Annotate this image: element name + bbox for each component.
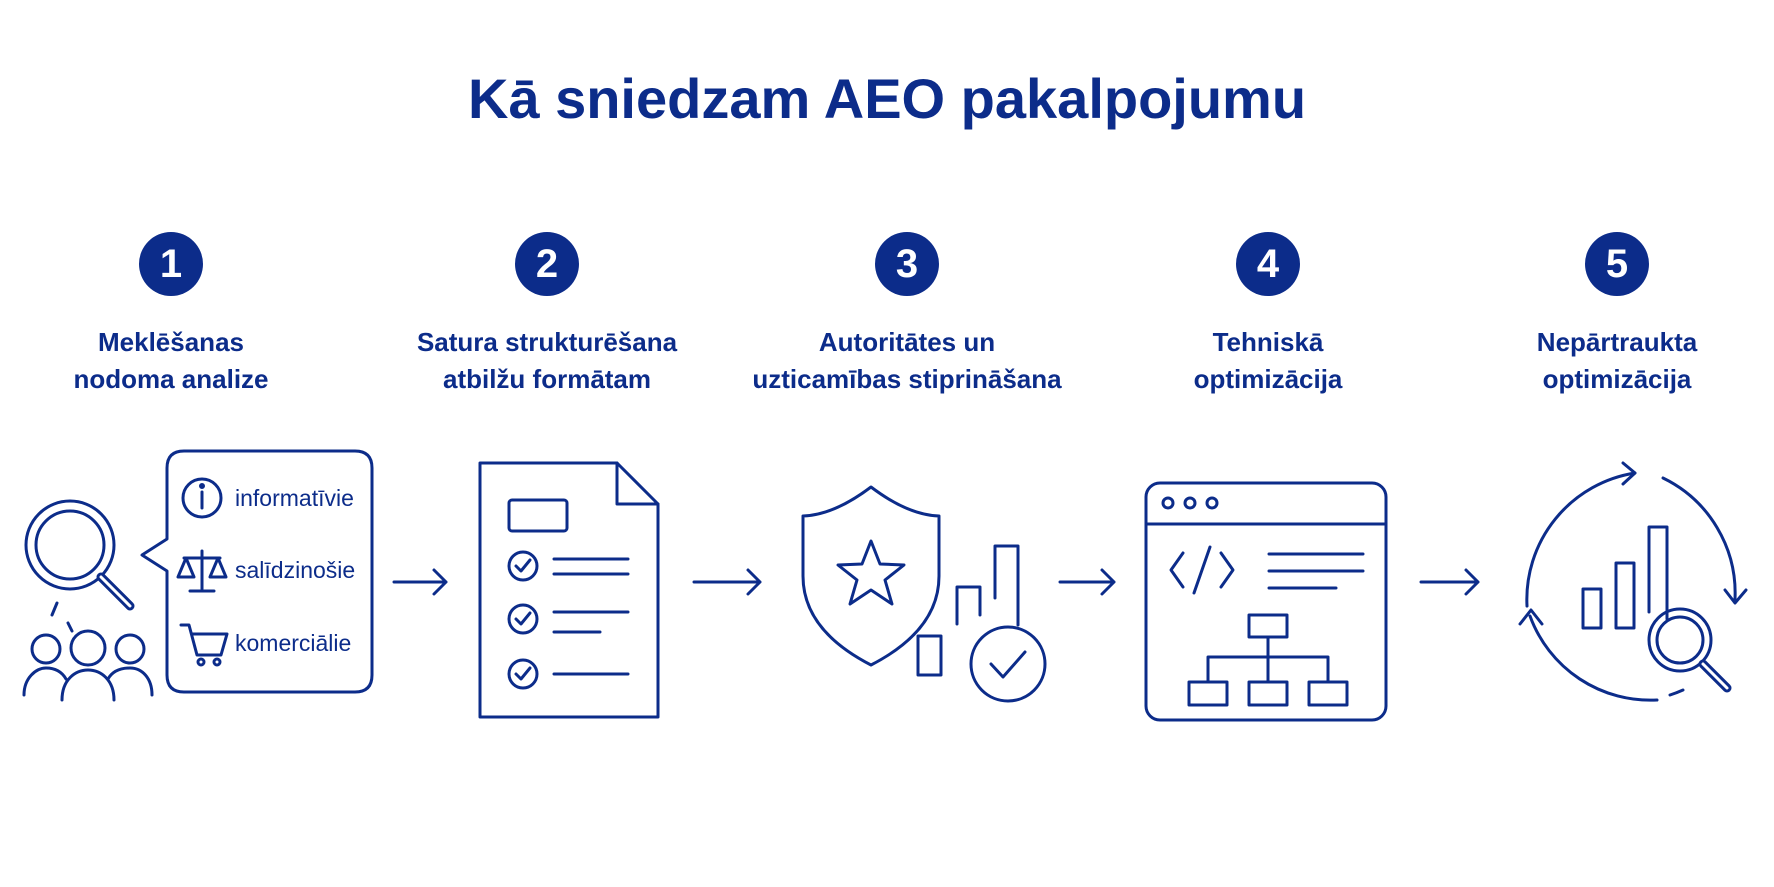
document-checklist-icon	[478, 461, 660, 719]
code-icon	[1169, 545, 1235, 595]
step-5: 5 Nepārtraukta optimizācija	[1437, 232, 1774, 398]
step-number-badge: 3	[875, 232, 939, 296]
search-intent-icon	[22, 449, 374, 702]
dash-mark	[50, 601, 59, 617]
step-label-line: nodoma analize	[73, 364, 269, 394]
step-label-line: Nepārtraukta	[1536, 327, 1698, 357]
arrow-right-icon	[1058, 568, 1116, 596]
step-label-line: atbilžu formātam	[442, 364, 652, 394]
check-circle-icon	[969, 625, 1047, 703]
star-icon	[836, 539, 906, 606]
step-label: Autoritātes un uzticamības stiprināšana	[727, 324, 1087, 398]
people-icon	[22, 629, 154, 702]
step-label-line: Autoritātes un	[818, 327, 996, 357]
step-2: 2 Satura strukturēšana atbilžu formātam	[367, 232, 727, 398]
browser-code-sitemap-icon	[1144, 481, 1388, 722]
step-number-badge: 5	[1585, 232, 1649, 296]
scales-icon	[176, 549, 228, 593]
step-4: 4 Tehniskā optimizācija	[1088, 232, 1448, 398]
arrow-right-icon	[692, 568, 762, 596]
intent-category-label: komerciālie	[235, 630, 351, 656]
intent-category-label: salīdzinošie	[235, 557, 355, 583]
page-title: Kā sniedzam AEO pakalpojumu	[467, 67, 1307, 130]
speech-bubble	[140, 449, 374, 694]
step-label-line: Satura strukturēšana	[416, 327, 678, 357]
step-label-line: optimizācija	[1193, 364, 1343, 394]
magnifier-icon	[24, 499, 135, 611]
step-label: Tehniskā optimizācija	[1088, 324, 1448, 398]
bar-chart-icon	[916, 544, 1020, 677]
cart-icon	[179, 623, 229, 667]
dash-mark	[66, 621, 74, 633]
step-label-line: uzticamības stiprināšana	[752, 364, 1062, 394]
step-label: Nepārtraukta optimizācija	[1437, 324, 1774, 398]
step-label-line: Meklēšanas	[98, 327, 244, 357]
step-label: Meklēšanas nodoma analize	[0, 324, 351, 398]
cycle-analytics-icon	[1518, 461, 1748, 702]
info-icon	[181, 477, 223, 519]
step-label-line: optimizācija	[1542, 364, 1692, 394]
bar-chart-icon	[1581, 525, 1669, 630]
arrow-right-icon	[392, 568, 448, 596]
step-label-line: Tehniskā	[1212, 327, 1324, 357]
step-3: 3 Autoritātes un uzticamības stiprināšan…	[727, 232, 1087, 398]
arrow-right-icon	[1419, 568, 1480, 596]
sitemap-icon	[1187, 613, 1349, 707]
step-number-badge: 4	[1236, 232, 1300, 296]
step-1: 1 Meklēšanas nodoma analize	[0, 232, 351, 398]
shield-icon	[801, 485, 941, 667]
step-number-badge: 1	[139, 232, 203, 296]
step-number-badge: 2	[515, 232, 579, 296]
shield-star-chart-icon	[801, 485, 1047, 703]
magnifier-icon	[1647, 607, 1732, 693]
intent-category-label: informatīvie	[235, 485, 354, 511]
refresh-cycle-icon	[1518, 461, 1748, 702]
step-label: Satura strukturēšana atbilžu formātam	[367, 324, 727, 398]
